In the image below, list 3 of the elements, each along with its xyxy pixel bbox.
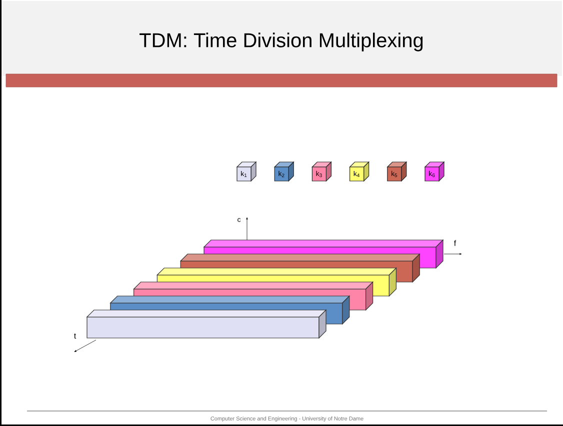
axis-label: f xyxy=(454,240,456,246)
title: TDM: Time Division Multiplexing xyxy=(140,32,423,52)
axis-label: t xyxy=(74,333,76,339)
